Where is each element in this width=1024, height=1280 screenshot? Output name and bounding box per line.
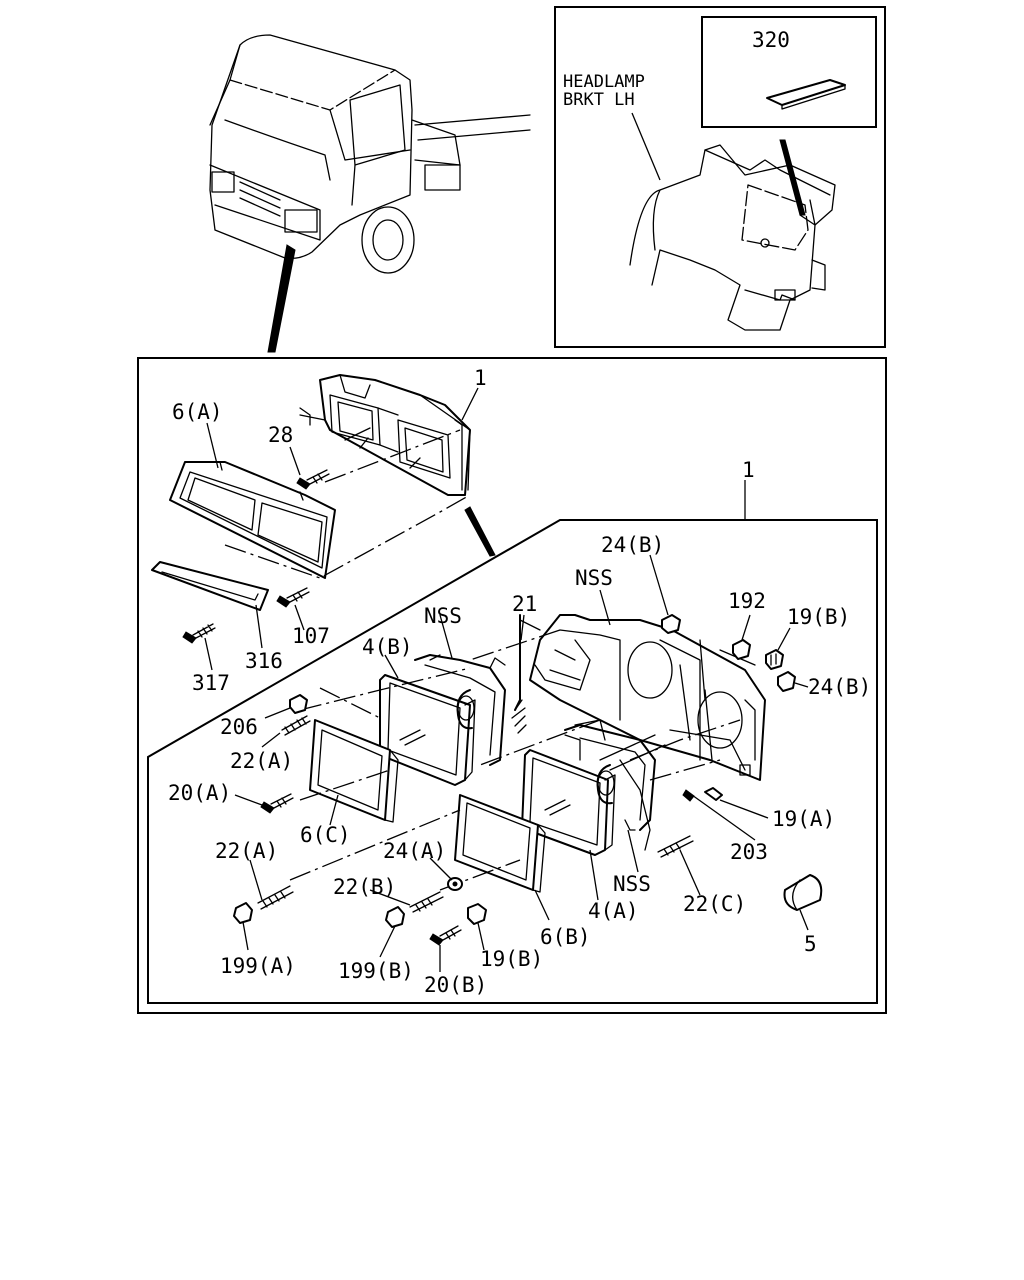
sub-assembly-frame (147, 519, 878, 1004)
inset-panel: 320 HEADLAMP BRKT LH (554, 6, 886, 348)
screw-20a (260, 793, 294, 814)
label-1-mid: 1 (742, 458, 755, 482)
screw-107 (276, 587, 310, 608)
label-19b-bottom: 19(B) (480, 947, 543, 971)
label-21: 21 (512, 592, 537, 616)
label-316: 316 (245, 649, 283, 673)
label-nss-top: NSS (575, 566, 613, 590)
clip-24b-right (777, 671, 796, 692)
clip-19b-top (765, 649, 784, 670)
headlamp-bracket-lh (629, 144, 836, 331)
screw-20b (429, 925, 462, 946)
label-203: 203 (730, 840, 768, 864)
clip-192 (732, 639, 751, 660)
clip-24b-top (661, 614, 681, 634)
label-192: 192 (728, 589, 766, 613)
label-28: 28 (268, 423, 293, 447)
label-22b: 22(B) (333, 875, 396, 899)
label-199a: 199(A) (220, 954, 296, 978)
screw-28 (296, 469, 330, 490)
label-1-top: 1 (474, 366, 487, 390)
bulb-5 (783, 874, 823, 911)
bezel-6a (169, 461, 336, 579)
bezel-6c (309, 719, 399, 823)
main-frame (137, 357, 887, 1014)
label-22a-bottom: 22(A) (215, 839, 278, 863)
part-320-label: 320 (752, 28, 790, 52)
callout-labels: 1 6(A) 28 1 24(B) NSS 192 19(B) 24(B) 21… (168, 366, 871, 997)
screw-22c (657, 835, 694, 858)
label-nss-bottom: NSS (613, 872, 651, 896)
label-4b: 4(B) (362, 635, 413, 659)
molding-316 (151, 561, 269, 611)
label-24a: 24(A) (383, 839, 446, 863)
label-20a: 20(A) (168, 781, 231, 805)
label-19a: 19(A) (772, 807, 835, 831)
label-5: 5 (804, 932, 817, 956)
label-24b-top: 24(B) (601, 533, 664, 557)
screw-203 (682, 789, 695, 802)
label-20b: 20(B) (424, 973, 487, 997)
nss-shroud-upper (414, 654, 506, 766)
bracket-label-line1: HEADLAMP (563, 72, 645, 92)
label-206: 206 (220, 715, 258, 739)
nut-199b (385, 906, 405, 928)
label-107: 107 (292, 624, 330, 648)
label-6c: 6(C) (300, 823, 351, 847)
lamp-housing-assembly (299, 374, 471, 496)
screw-22b (409, 891, 444, 913)
label-4a: 4(A) (588, 899, 639, 923)
truck-overview (209, 34, 531, 353)
label-6b: 6(B) (540, 925, 591, 949)
washer-24a (447, 877, 463, 891)
clip-19b-bottom (467, 903, 487, 925)
label-24b-right: 24(B) (808, 675, 871, 699)
screw-19a (704, 787, 723, 801)
label-22c: 22(C) (683, 892, 746, 916)
bezel-6b (454, 794, 546, 893)
label-nss-mid: NSS (424, 604, 462, 628)
nut-199a (233, 902, 253, 924)
label-317: 317 (192, 671, 230, 695)
label-6a: 6(A) (172, 400, 223, 424)
connector-206 (289, 694, 308, 714)
screw-22a-top (281, 715, 311, 736)
label-199b: 199(B) (338, 959, 414, 983)
leader-lines (204, 387, 809, 972)
label-19b-top: 19(B) (787, 605, 850, 629)
nss-shroud-lower (564, 724, 656, 831)
sealed-beam-4a (521, 749, 616, 856)
screw-22a-bottom (257, 885, 294, 910)
sealed-beam-4b (379, 674, 476, 786)
bracket-label-line2: BRKT LH (563, 90, 635, 110)
label-22a-top: 22(A) (230, 749, 293, 773)
connector-21 (511, 614, 541, 734)
screw-317 (182, 623, 216, 644)
